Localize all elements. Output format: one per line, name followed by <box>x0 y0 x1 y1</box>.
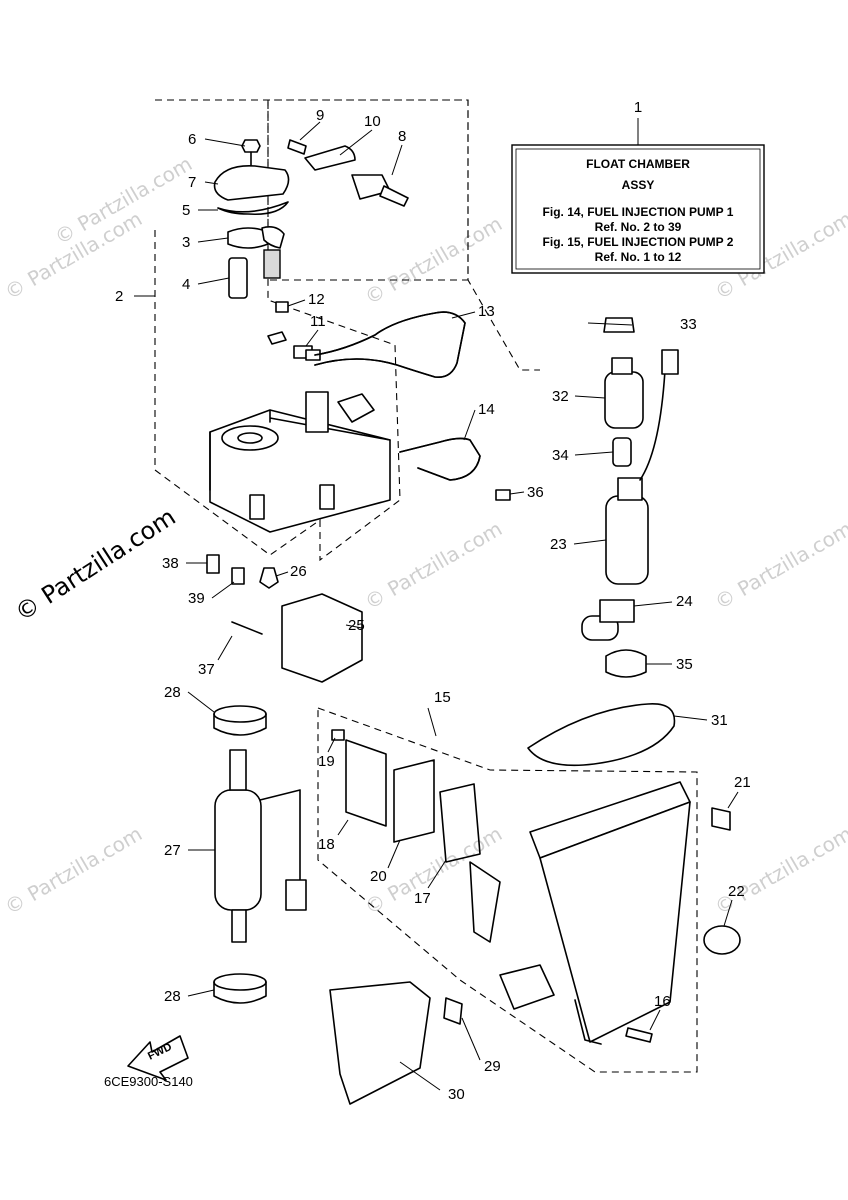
callout-25: 25 <box>348 617 365 634</box>
callout-36: 36 <box>527 484 544 501</box>
callout-19: 19 <box>318 753 335 770</box>
callout-31: 31 <box>711 712 728 729</box>
callout-27: 27 <box>164 842 181 859</box>
callout-28-bottom: 28 <box>164 988 181 1005</box>
callout-2: 2 <box>115 288 123 305</box>
part-11-fitting <box>267 331 321 361</box>
callout-7: 7 <box>188 174 196 191</box>
part-3-clips <box>227 226 285 249</box>
part-14-hose <box>399 437 481 481</box>
part-26-plug <box>259 567 279 589</box>
callout-14: 14 <box>478 401 495 418</box>
callout-11: 11 <box>310 313 326 330</box>
callout-1: 1 <box>634 99 642 116</box>
part-37-pin <box>231 621 263 635</box>
part-28-ring-bottom <box>213 973 267 1004</box>
box-title: FLOAT CHAMBER <box>586 157 690 171</box>
part-12-screw <box>275 301 289 313</box>
callout-18: 18 <box>318 836 335 853</box>
part-13-hose <box>314 311 466 379</box>
box-line-4: Ref. No. 1 to 12 <box>595 250 682 264</box>
callout-29: 29 <box>484 1058 501 1075</box>
callout-9: 9 <box>316 107 324 124</box>
callout-15: 15 <box>434 689 451 706</box>
callout-30: 30 <box>448 1086 465 1103</box>
callout-4: 4 <box>182 276 190 293</box>
part-27-fuel-pump <box>214 749 307 943</box>
drawing-code: 6CE9300-S140 <box>104 1074 193 1089</box>
box-line-2: Ref. No. 2 to 39 <box>595 220 682 234</box>
callout-12: 12 <box>308 291 325 308</box>
part-9-bolt <box>287 139 307 155</box>
part-32-holder <box>604 357 644 429</box>
part-38-bolt <box>206 554 220 574</box>
part-15-float-chamber <box>469 781 691 1045</box>
part-34-filter <box>612 437 632 467</box>
callout-10: 10 <box>364 113 381 130</box>
part-31-gasket <box>527 703 676 767</box>
callout-28-top: 28 <box>164 684 181 701</box>
watermark-faint: © Partzilla.com <box>1 821 147 919</box>
callout-38: 38 <box>162 555 179 572</box>
callout-23: 23 <box>550 536 567 553</box>
part-14-hose-inner <box>399 437 481 481</box>
callout-21: 21 <box>734 774 751 791</box>
callout-16: 16 <box>654 993 671 1010</box>
watermark-faint: © Partzilla.com <box>361 211 507 309</box>
callout-35: 35 <box>676 656 693 673</box>
callout-20: 20 <box>370 868 387 885</box>
part-39-bolt <box>231 567 245 585</box>
callout-17: 17 <box>414 890 431 907</box>
part-21-screw <box>711 807 731 831</box>
part-7-cover <box>213 165 290 201</box>
group-outline-15 <box>317 707 698 1073</box>
part-4-nozzle <box>228 249 281 299</box>
callout-24: 24 <box>676 593 693 610</box>
callout-13: 13 <box>478 303 495 320</box>
part-5-gasket <box>217 201 289 216</box>
callout-5: 5 <box>182 202 190 219</box>
part-18-plate <box>345 739 387 827</box>
part-25-cover <box>281 593 363 683</box>
part-6-screw <box>241 139 261 166</box>
callout-box-float-chamber: FLOAT CHAMBER ASSY Fig. 14, FUEL INJECTI… <box>511 99 765 274</box>
callout-8: 8 <box>398 128 406 145</box>
callout-3: 3 <box>182 234 190 251</box>
part-10-bracket <box>304 145 356 171</box>
watermark-faint: © Partzilla.com <box>711 821 848 919</box>
part-28-ring-top <box>213 705 267 736</box>
box-subtitle: ASSY <box>622 178 655 192</box>
part-16-screw <box>625 1027 653 1043</box>
leader-lines <box>134 121 739 1091</box>
part-13-hose-inner <box>314 311 466 379</box>
part-20-plate <box>393 759 435 843</box>
part-30-bracket <box>329 981 431 1105</box>
watermark-faint: © Partzilla.com <box>361 516 507 614</box>
part-19-screw <box>331 729 345 741</box>
callout-33: 33 <box>680 316 697 333</box>
callout-32: 32 <box>552 388 569 405</box>
callout-22: 22 <box>728 883 745 900</box>
part-24-holder <box>581 599 635 641</box>
part-8-valve <box>351 174 409 207</box>
callout-39: 39 <box>188 590 205 607</box>
part-36-screw <box>495 489 511 501</box>
box-line-3: Fig. 15, FUEL INJECTION PUMP 2 <box>543 235 734 249</box>
group-outline-upper <box>155 99 469 281</box>
part-29-bolt <box>443 997 463 1025</box>
part-33-grommet <box>603 317 635 333</box>
part-2-float-chamber-body <box>209 391 391 533</box>
box-line-1: Fig. 14, FUEL INJECTION PUMP 1 <box>543 205 734 219</box>
part-17-gasket <box>439 783 481 863</box>
part-35-clip <box>605 649 647 678</box>
callout-numbers: 6 7 5 3 4 9 10 8 2 12 11 13 14 36 33 32 … <box>115 107 751 1103</box>
callout-26: 26 <box>290 563 307 580</box>
watermark-faint: © Partzilla.com <box>711 516 848 614</box>
part-22-grommet <box>703 925 741 955</box>
watermark-main: © Partzilla.com <box>10 503 181 627</box>
callout-6: 6 <box>188 131 196 148</box>
callout-34: 34 <box>552 447 569 464</box>
callout-37: 37 <box>198 661 215 678</box>
